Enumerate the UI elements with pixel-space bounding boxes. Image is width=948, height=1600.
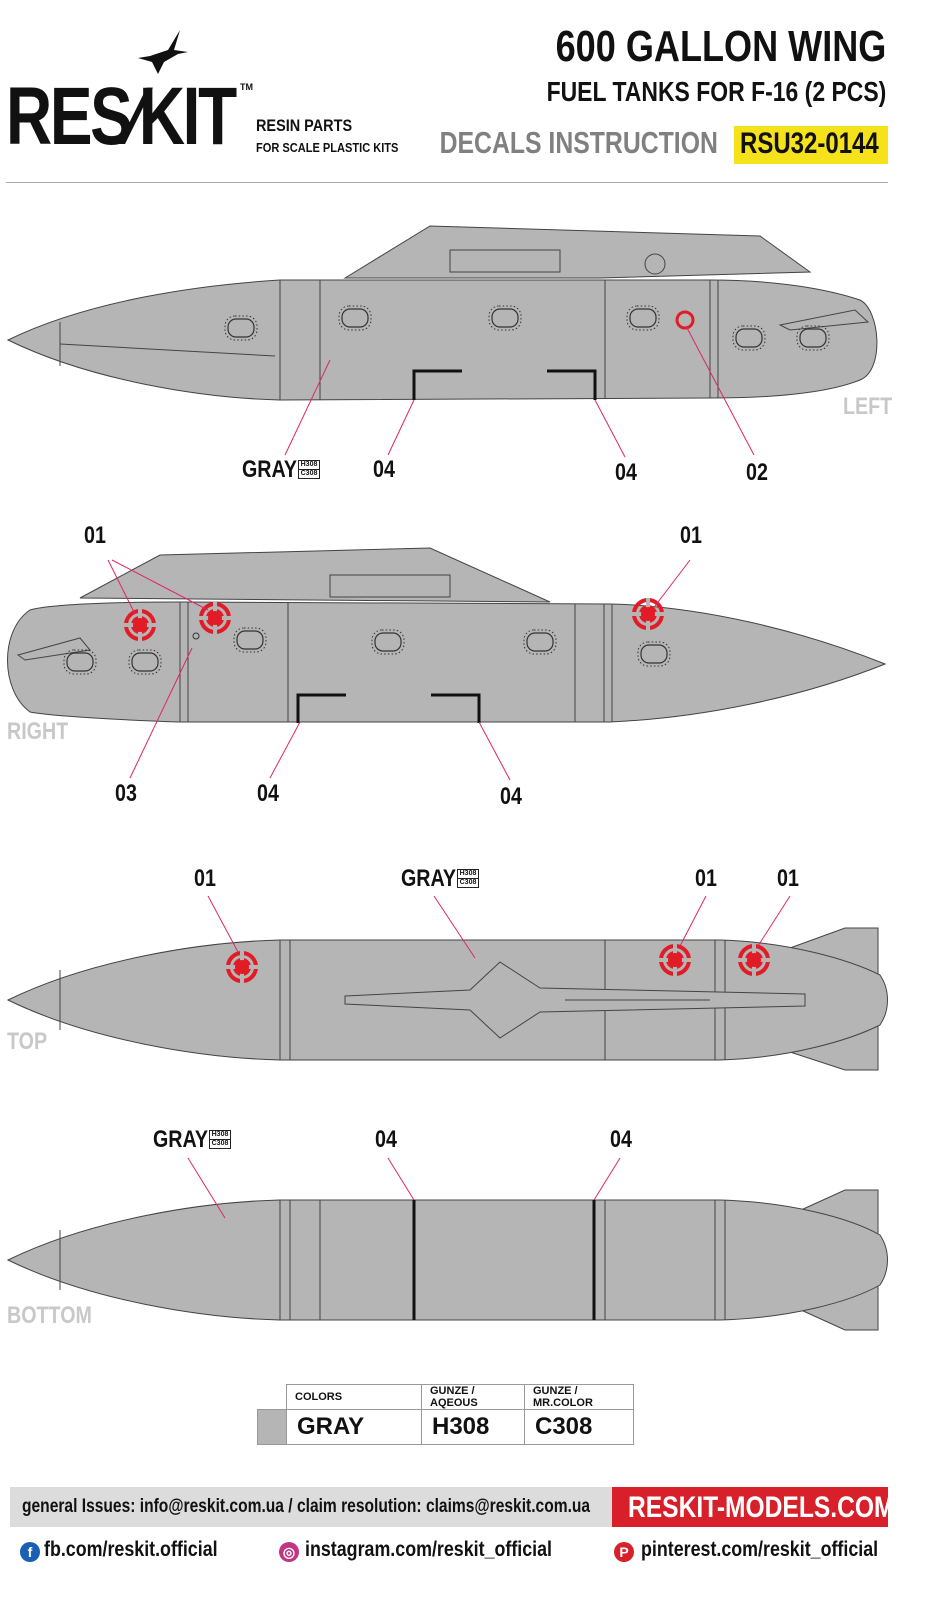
- leader-lines-right: [107, 559, 691, 781]
- color-name: GRAY: [286, 1409, 422, 1445]
- header-divider: [6, 182, 888, 183]
- callout-gray-top: GRAY: [401, 865, 457, 892]
- resin-parts-label: RESIN PARTS: [256, 116, 353, 135]
- leader-lines-top: [207, 895, 791, 959]
- color-mrcolor: C308: [524, 1409, 634, 1445]
- callout-01: 01: [194, 865, 216, 892]
- callout-04: 04: [375, 1126, 397, 1153]
- product-code: RSU32-0144: [740, 127, 879, 160]
- color-aqueous: H308: [421, 1409, 525, 1445]
- facebook-icon: f: [20, 1542, 40, 1562]
- page-title-line2: FUEL TANKS FOR F-16 (2 PCS): [546, 76, 886, 107]
- leader-lines-bottom: [187, 1157, 621, 1219]
- callout-gray-bottom: GRAY: [153, 1126, 209, 1153]
- callout-01: 01: [695, 865, 717, 892]
- stripe-04-marks: [412, 369, 597, 400]
- column-header: COLORS: [286, 1384, 422, 1410]
- view-label-bottom: BOTTOM: [7, 1302, 92, 1329]
- color-table: COLORS GUNZE / AQEOUS GUNZE / MR.COLOR G…: [257, 1384, 634, 1445]
- callout-02: 02: [746, 459, 768, 486]
- scale-kits-label: FOR SCALE PLASTIC KITS: [256, 140, 399, 155]
- logo-trademark: TM: [240, 82, 253, 92]
- table-row: GRAY H308 C308: [257, 1409, 634, 1445]
- callout-01: 01: [84, 522, 106, 549]
- page-title: 600 GALLON WING: [555, 22, 886, 71]
- jet-silhouette-icon: [138, 30, 188, 74]
- contact-text: general Issues: info@reskit.com.ua / cla…: [22, 1496, 591, 1517]
- color-swatch: [257, 1409, 287, 1445]
- tank-left-view: [6, 225, 878, 401]
- instagram-icon: ◎: [279, 1542, 299, 1562]
- callout-04: 04: [373, 456, 395, 483]
- tank-drawings: [6, 225, 888, 1331]
- callout-gray-left: GRAY: [242, 456, 298, 483]
- contact-bar: general Issues: info@reskit.com.ua / cla…: [10, 1487, 612, 1527]
- callout-04: 04: [610, 1126, 632, 1153]
- product-code-badge: RSU32-0144: [734, 126, 888, 164]
- table-header-row: COLORS GUNZE / AQEOUS GUNZE / MR.COLOR: [258, 1384, 634, 1410]
- header: RES∕KIT TM RESIN PARTS FOR SCALE PLASTIC…: [0, 0, 948, 190]
- callout-04: 04: [615, 459, 637, 486]
- callout-04: 04: [500, 783, 522, 810]
- view-label-right: RIGHT: [7, 718, 69, 745]
- callout-03: 03: [115, 780, 137, 807]
- facebook-link[interactable]: fb.com/reskit.official: [44, 1538, 218, 1561]
- callout-01: 01: [777, 865, 799, 892]
- view-label-left: LEFT: [843, 393, 893, 420]
- page-subtitle: DECALS INSTRUCTION: [439, 125, 718, 160]
- tank-bottom-view: [6, 1189, 888, 1331]
- instagram-link[interactable]: instagram.com/reskit_official: [305, 1538, 553, 1561]
- callout-04: 04: [257, 780, 279, 807]
- pinterest-icon: P: [614, 1542, 634, 1562]
- pinterest-link[interactable]: pinterest.com/reskit_official: [641, 1538, 879, 1561]
- stripe-04-marks-right: [296, 693, 481, 723]
- leader-lines-left: [284, 325, 755, 458]
- stripe-04-bands-bottom: [412, 1200, 596, 1320]
- column-header: GUNZE / AQEOUS: [421, 1384, 525, 1410]
- callout-01: 01: [680, 522, 702, 549]
- tank-right-view: [7, 547, 887, 723]
- column-header: GUNZE / MR.COLOR: [524, 1384, 634, 1410]
- website-link[interactable]: RESKIT-MODELS.COM: [612, 1487, 895, 1527]
- website-label: RESKIT-MODELS.COM: [628, 1491, 895, 1524]
- logo: RES∕KIT: [6, 71, 237, 162]
- view-label-top: TOP: [7, 1028, 48, 1055]
